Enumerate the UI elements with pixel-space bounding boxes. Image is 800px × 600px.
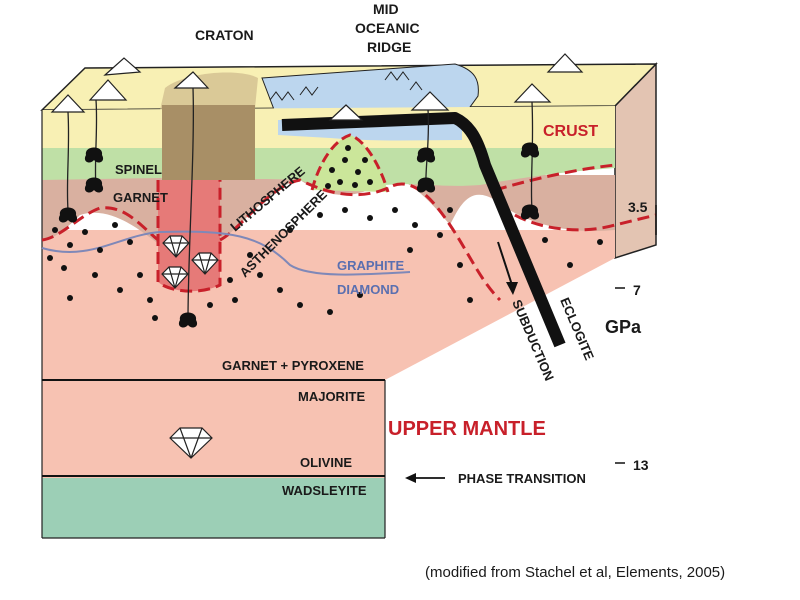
volcano-icon: [50, 53, 584, 121]
pressure-unit: GPa: [605, 317, 642, 337]
graphite-label: GRAPHITE: [337, 258, 405, 273]
phase-transition-label: PHASE TRANSITION: [458, 471, 586, 486]
upper-mantle-lower: [42, 380, 385, 478]
pressure-tick-3-5: 3.5: [628, 199, 648, 215]
crust-label: CRUST: [543, 123, 598, 140]
spinel-label: SPINEL: [115, 162, 162, 177]
figure-caption: (modified from Stachel et al, Elements, …: [425, 564, 725, 581]
lab-boundary-3: [494, 163, 616, 192]
ridge-melt-outline: [310, 133, 390, 193]
garnet-label: GARNET: [113, 190, 168, 205]
phase-transition-arrowhead: [405, 473, 416, 483]
ridge-melt-zone: [312, 135, 388, 192]
wadsleyite-zone: [42, 478, 385, 538]
craton-root-brown: [162, 105, 255, 180]
garnet-pyroxene-label: GARNET + PYROXENE: [222, 358, 364, 373]
mor-label-line3: RIDGE: [367, 39, 411, 55]
diamond-label: DIAMOND: [337, 282, 399, 297]
subduction-arrow: [497, 241, 513, 286]
magma-blob-icon: [58, 142, 540, 328]
melt-dots: [47, 145, 603, 321]
mor-label-line2: OCEANIC: [355, 20, 420, 36]
pressure-tick-7: 7: [633, 282, 641, 298]
eclogite-label: ECLOGITE: [557, 295, 597, 362]
craton-root-outline: [156, 180, 222, 293]
pressure-tick-13: 13: [633, 457, 649, 473]
wadsleyite-label: WADSLEYITE: [282, 483, 367, 498]
subduction-arrowhead: [506, 282, 518, 295]
subducting-slab: [281, 112, 566, 348]
ridge-scarps: [269, 71, 423, 101]
olivine-label: OLIVINE: [300, 455, 352, 470]
craton-label: CRATON: [195, 27, 254, 43]
mor-label-line1: MID: [373, 1, 399, 17]
graphite-diamond-line: [41, 230, 411, 276]
majorite-label: MAJORITE: [298, 389, 366, 404]
lab-boundary: [41, 206, 159, 242]
upper-mantle-label: UPPER MANTLE: [388, 418, 546, 440]
diamond-icon: [161, 235, 219, 459]
lab-boundary-2: [219, 178, 502, 302]
lab-boundary-4: [499, 203, 657, 232]
